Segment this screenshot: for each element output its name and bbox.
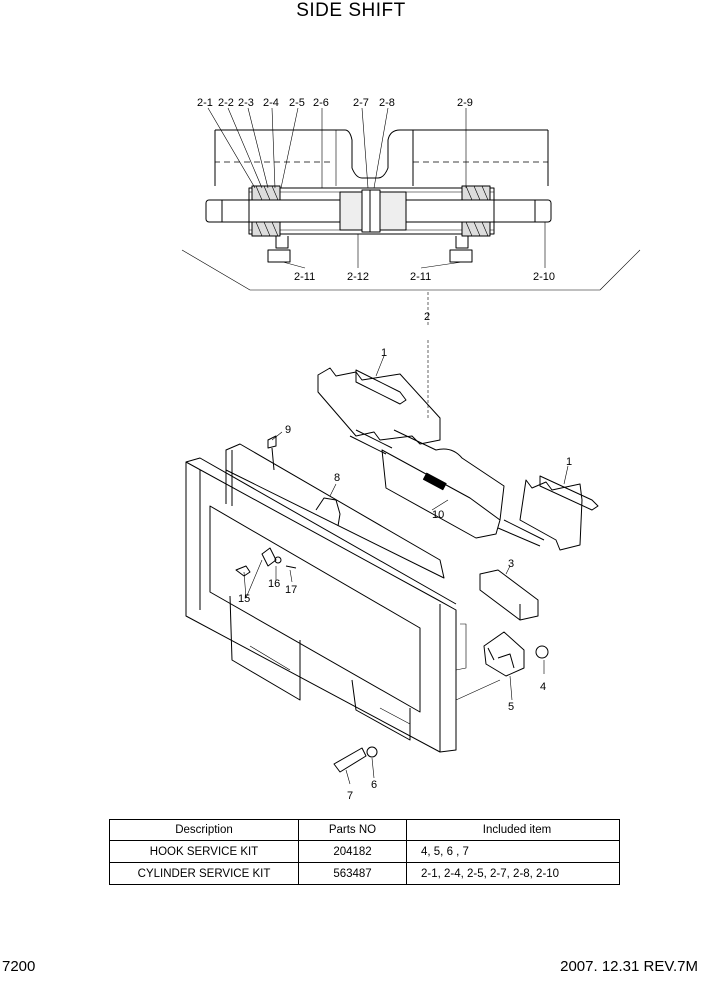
service-kit-table: Description Parts NO Included item HOOK … xyxy=(109,819,620,885)
row-description: CYLINDER SERVICE KIT xyxy=(109,862,299,885)
callout-2-3: 2-3 xyxy=(238,97,254,109)
callout-2-5: 2-5 xyxy=(289,97,305,109)
callout-1-right: 1 xyxy=(566,456,572,468)
callout-7: 7 xyxy=(347,790,353,802)
callout-15: 15 xyxy=(238,593,250,605)
callout-9: 9 xyxy=(285,424,291,436)
callout-3: 3 xyxy=(508,558,514,570)
callout-2-11-left: 2-11 xyxy=(294,271,315,283)
row-included-item: 4, 5, 6 , 7 xyxy=(406,840,620,863)
header-parts-no: Parts NO xyxy=(298,819,407,841)
callout-2-11-right: 2-11 xyxy=(410,271,431,283)
row-description: HOOK SERVICE KIT xyxy=(109,840,299,863)
table-row: HOOK SERVICE KIT 204182 4, 5, 6 , 7 xyxy=(109,840,620,863)
callout-4: 4 xyxy=(540,681,546,693)
callout-2-12: 2-12 xyxy=(347,271,369,283)
header-included-item: Included item xyxy=(406,819,620,841)
callout-2-7: 2-7 xyxy=(353,97,369,109)
callout-labels: 2-1 2-2 2-3 2-4 2-5 2-6 2-7 2-8 2-9 2-11… xyxy=(197,97,572,802)
row-included-item: 2-1, 2-4, 2-5, 2-7, 2-8, 2-10 xyxy=(406,862,620,885)
callout-10: 10 xyxy=(432,509,444,521)
callout-6: 6 xyxy=(371,779,377,791)
row-parts-no: 563487 xyxy=(298,862,407,885)
callout-17: 17 xyxy=(285,584,297,596)
table-header-row: Description Parts NO Included item xyxy=(109,819,620,841)
callout-2-2: 2-2 xyxy=(218,97,234,109)
cylinder-section-view xyxy=(181,107,641,291)
callout-2-6: 2-6 xyxy=(313,97,329,109)
callout-2: 2 xyxy=(424,311,430,323)
callout-2-1: 2-1 xyxy=(197,97,213,109)
callout-2-4: 2-4 xyxy=(263,97,279,109)
callout-2-9: 2-9 xyxy=(457,97,473,109)
callout-2-8: 2-8 xyxy=(379,97,395,109)
callout-5: 5 xyxy=(508,701,514,713)
callout-8: 8 xyxy=(334,472,340,484)
small-parts xyxy=(479,565,549,701)
callout-16: 16 xyxy=(268,578,280,590)
header-description: Description xyxy=(109,819,299,841)
table-row: CYLINDER SERVICE KIT 563487 2-1, 2-4, 2-… xyxy=(109,862,620,885)
page-title: SIDE SHIFT xyxy=(296,0,406,21)
exploded-cylinder-assembly xyxy=(317,292,599,551)
revision-date: 2007. 12.31 REV.7M xyxy=(560,958,698,975)
row-parts-no: 204182 xyxy=(298,840,407,863)
page-number: 7200 xyxy=(2,958,36,975)
callout-1-left: 1 xyxy=(381,347,387,359)
fork-carriage-frame xyxy=(185,431,501,785)
callout-2-10: 2-10 xyxy=(533,271,555,283)
